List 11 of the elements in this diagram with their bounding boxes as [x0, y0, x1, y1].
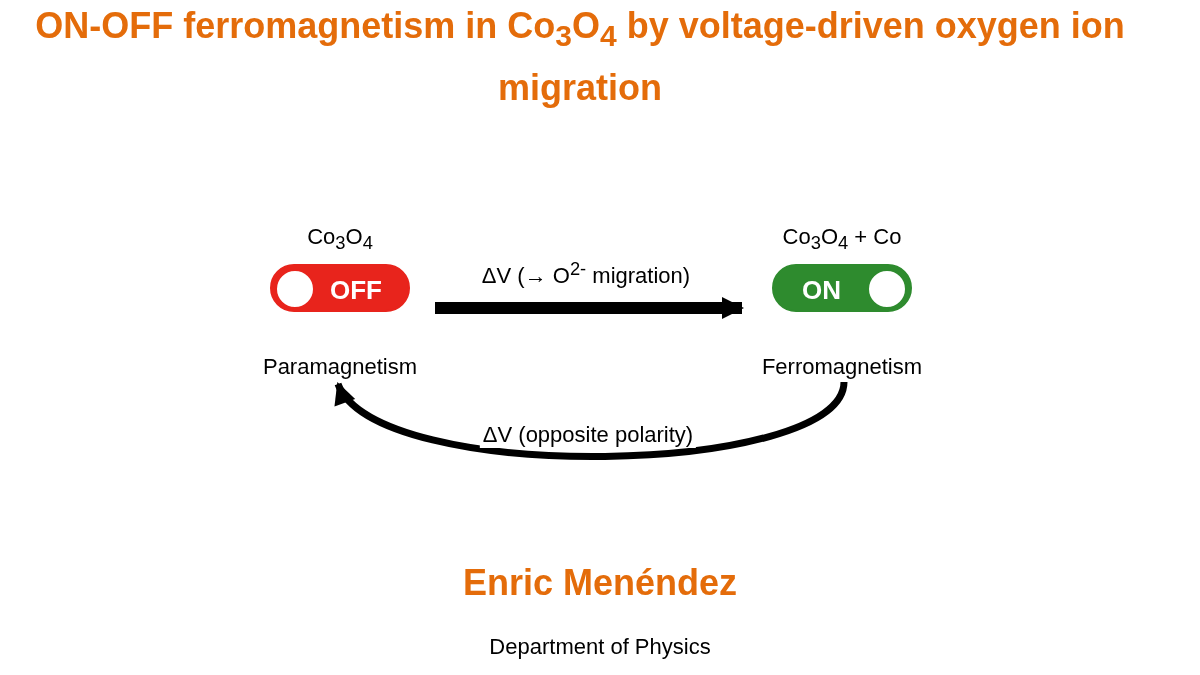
affiliation-text: Department of Physics: [489, 634, 711, 660]
arrow: [335, 380, 848, 460]
arrow: [435, 297, 744, 319]
compound-label: Co$_{3}$O$_{4}$ + Co: [781, 224, 903, 255]
switch-label: OFF: [330, 274, 382, 306]
switch-label: ON: [802, 274, 841, 306]
slide-title: ON-OFF ferromagnetism in Co$_{3}$O$_{4}$ by voltage-driven oxygen ion migration: [34, 4, 1126, 111]
property-label: Paramagnetism: [261, 354, 419, 380]
property-label: Ferromagnetism: [760, 354, 924, 380]
author-name: Enric Menéndez: [462, 562, 738, 604]
compound-label: Co$_{3}$O$_{4}$: [306, 224, 374, 255]
